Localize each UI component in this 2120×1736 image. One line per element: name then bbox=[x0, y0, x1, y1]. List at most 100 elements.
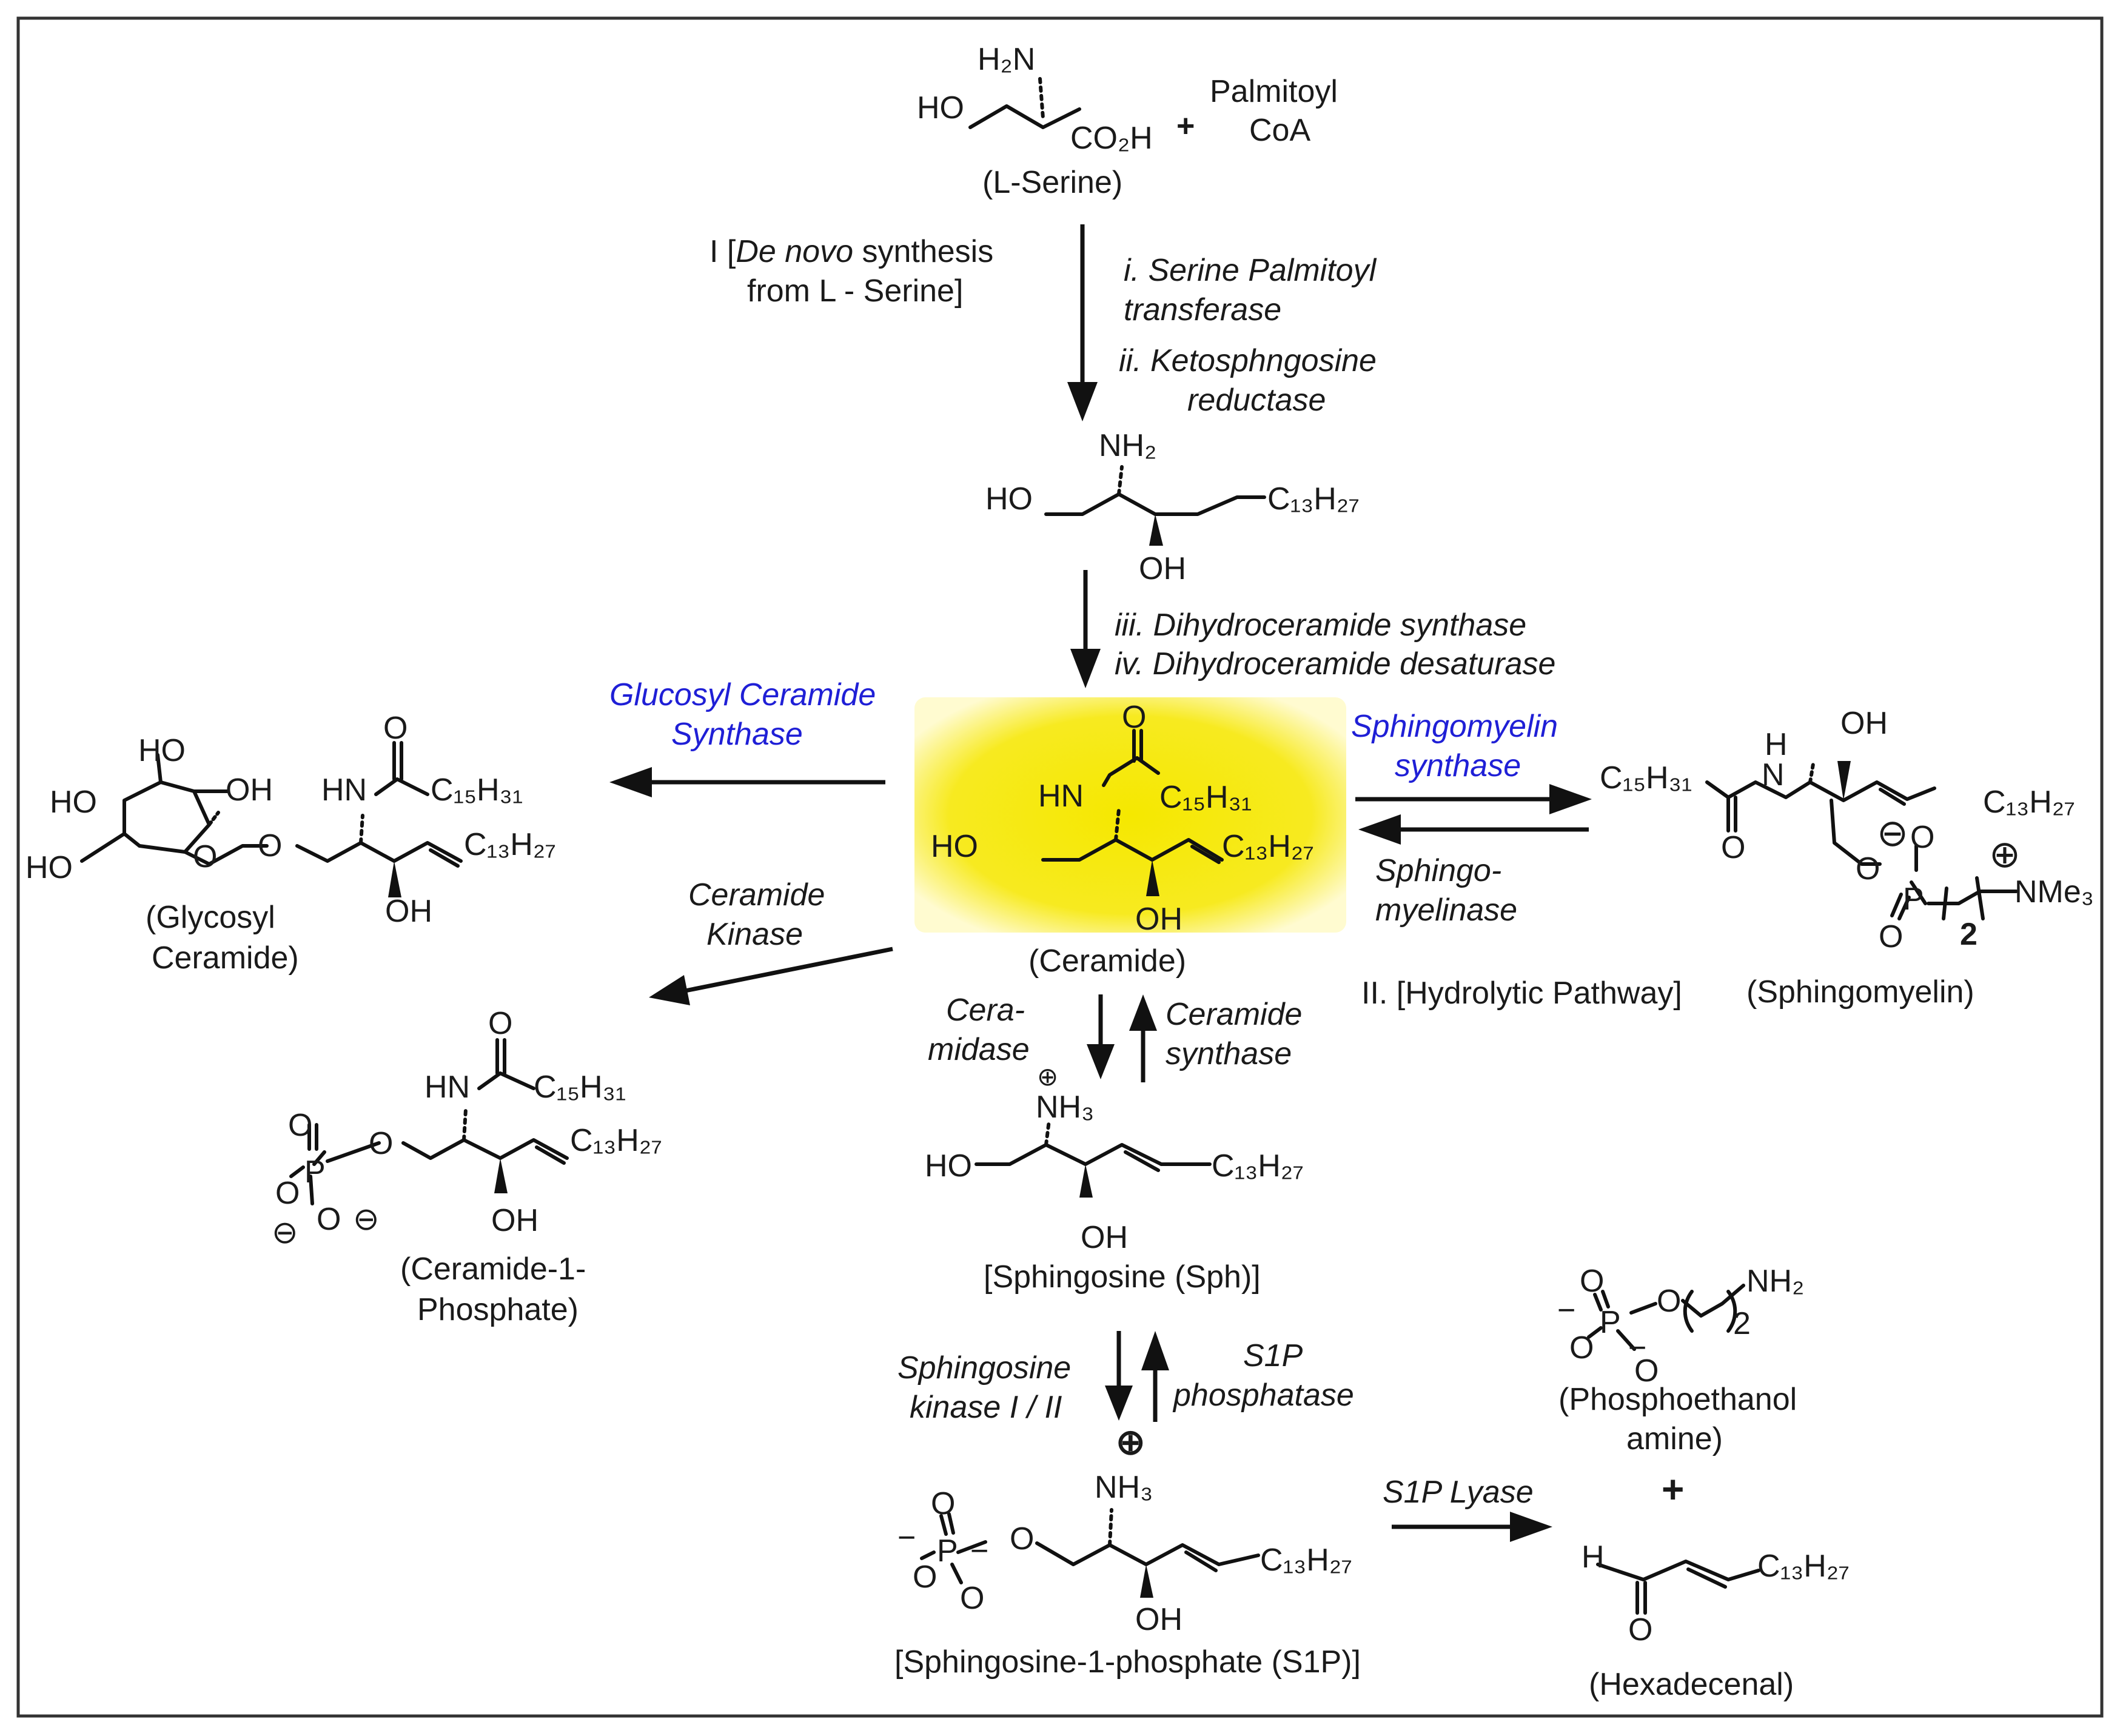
glycosyl-name-line2: Ceramide) bbox=[152, 940, 299, 976]
pea-minus-2: − bbox=[1628, 1330, 1646, 1366]
glycosyl-name-line1: (Glycosyl bbox=[146, 900, 275, 935]
s1p-o-top: O bbox=[931, 1486, 955, 1521]
c1p-oh: OH bbox=[491, 1203, 538, 1238]
sm-n: N bbox=[1762, 757, 1785, 793]
s1p-minus-1: − bbox=[897, 1520, 916, 1555]
sphinganine-nh2: NH₂ bbox=[1099, 428, 1156, 463]
hexadecenal-o: O bbox=[1628, 1612, 1652, 1647]
products-plus: + bbox=[1662, 1467, 1684, 1511]
l-serine-structure: HO H₂N CO₂H bbox=[917, 42, 1153, 156]
sm-carbonyl-o: O bbox=[1721, 830, 1745, 865]
glycosyl-ho-2: HO bbox=[50, 785, 97, 820]
phosphoethanolamine-structure: O − P O − O O 2 NH₂ bbox=[1557, 1264, 1804, 1389]
glycosyl-ho-3: HO bbox=[138, 733, 186, 768]
c1p-name-line1: (Ceramide-1- bbox=[400, 1252, 586, 1287]
c1p-charge-right: ⊖ bbox=[353, 1202, 380, 1237]
c1p-tail: C₁₃H₂₇ bbox=[570, 1123, 662, 1158]
sphinganine-ho: HO bbox=[985, 481, 1033, 517]
enzyme-cdase-line1: Cera- bbox=[946, 993, 1025, 1028]
pea-link-o: O bbox=[1657, 1284, 1681, 1319]
hexadecenal-h: H bbox=[1582, 1540, 1605, 1575]
sphinganine-tail: C₁₃H₂₇ bbox=[1267, 481, 1360, 517]
enzyme-cdase-line2: midase bbox=[928, 1032, 1030, 1067]
sphingosine-oh: OH bbox=[1081, 1220, 1128, 1255]
sm-nme3: NMe₃ bbox=[2014, 874, 2094, 910]
enzyme-dhcd: iv. Dihydroceramide desaturase bbox=[1115, 646, 1555, 682]
palmitoyl-label: Palmitoyl bbox=[1210, 74, 1338, 109]
c1p-carbonyl-o: O bbox=[488, 1006, 512, 1041]
s1p-p: P bbox=[937, 1533, 958, 1569]
ceramide-o: O bbox=[1122, 700, 1146, 735]
enzyme-s1pp-line2: phosphatase bbox=[1172, 1378, 1354, 1413]
sphinganine-structure: HO NH₂ OH C₁₃H₂₇ bbox=[985, 428, 1360, 586]
serine-ho: HO bbox=[917, 90, 964, 126]
c1p-link-o: O bbox=[369, 1126, 393, 1161]
sphingomyelin-structure: C₁₅H₃₁ H N O OH C₁₃H₂₇ O P O ⊖ O 2 ⊕ NMe… bbox=[1600, 706, 2094, 954]
pea-o-top: O bbox=[1580, 1264, 1604, 1299]
s1p-nh3: NH₃ bbox=[1095, 1470, 1153, 1505]
enzyme-cs-line2: synthase bbox=[1166, 1036, 1292, 1071]
pea-p: P bbox=[1600, 1305, 1621, 1340]
sm-h: H bbox=[1765, 727, 1788, 762]
c1p-charge-left: ⊖ bbox=[272, 1215, 298, 1250]
pea-nh2: NH₂ bbox=[1746, 1264, 1804, 1299]
c1p-name-line2: Phosphate) bbox=[417, 1292, 579, 1327]
hexadecenal-name: (Hexadecenal) bbox=[1589, 1667, 1794, 1702]
s1p-o-bottom: O bbox=[960, 1581, 984, 1616]
ceramide-hn: HN bbox=[1038, 779, 1084, 814]
reactant-plus: + bbox=[1176, 109, 1195, 144]
enzyme-gcs-line1: Glucosyl Ceramide bbox=[609, 677, 876, 712]
s1p-name: [Sphingosine-1-phosphate (S1P)] bbox=[894, 1644, 1361, 1680]
pea-o-bottom: O bbox=[1634, 1353, 1659, 1389]
c1p-o-top: O bbox=[288, 1108, 312, 1143]
pea-name-line2: amine) bbox=[1626, 1421, 1723, 1456]
ceramide-name: (Ceramide) bbox=[1028, 943, 1186, 979]
sm-o-bottom: O bbox=[1879, 919, 1903, 954]
sm-charge-plus: ⊕ bbox=[1989, 834, 2021, 876]
sphingosine-ho: HO bbox=[925, 1148, 972, 1184]
pathway-one-line1: I [De novo synthesis bbox=[709, 234, 993, 269]
enzyme-cs-line1: Ceramide bbox=[1166, 997, 1302, 1032]
sphingosine-tail: C₁₃H₂₇ bbox=[1212, 1148, 1304, 1184]
glycosyl-oh-4: OH bbox=[226, 772, 273, 808]
sphingomyelin-name: (Sphingomyelin) bbox=[1746, 974, 1974, 1010]
glycosyl-acyl: C₁₅H₃₁ bbox=[431, 772, 523, 808]
enzyme-s1pp-line1: S1P bbox=[1243, 1338, 1303, 1373]
s1p-oh: OH bbox=[1135, 1602, 1182, 1637]
glycosyl-carbonyl-o: O bbox=[383, 711, 408, 746]
sphinganine-oh: OH bbox=[1139, 551, 1186, 586]
pea-o-left: O bbox=[1569, 1330, 1594, 1366]
enzyme-gcs-line2: Synthase bbox=[671, 717, 803, 752]
ceramide-acyl: C₁₅H₃₁ bbox=[1159, 780, 1252, 815]
glycosyl-ring-o: O bbox=[193, 839, 217, 874]
sphingosine-name: [Sphingosine (Sph)] bbox=[984, 1259, 1261, 1295]
c1p-acyl: C₁₅H₃₁ bbox=[534, 1070, 626, 1105]
sm-p: P bbox=[1903, 882, 1924, 917]
sm-o-top: O bbox=[1910, 820, 1934, 855]
hexadecenal-tail: C₁₃H₂₇ bbox=[1757, 1549, 1850, 1584]
s1p-o-left: O bbox=[913, 1560, 937, 1595]
enzyme-spt-line2: transferase bbox=[1124, 292, 1281, 327]
s1p-charge: ⊕ bbox=[1116, 1423, 1146, 1462]
sphingosine-charge: ⊕ bbox=[1037, 1062, 1058, 1091]
enzyme-ksr-line2: reductase bbox=[1187, 383, 1326, 418]
sphingosine-structure: HO ⊕ NH₃ C₁₃H₂₇ OH bbox=[925, 1062, 1304, 1255]
glycosyl-oh: OH bbox=[385, 894, 432, 929]
glycosyl-link-o: O bbox=[258, 828, 282, 863]
pea-chain-count: 2 bbox=[1733, 1306, 1751, 1341]
ceramide-oh: OH bbox=[1135, 902, 1182, 937]
c1p-structure: O P O O ⊖ ⊖ O O HN C₁₅H₃₁ C₁₃H₂₇ OH bbox=[272, 1006, 662, 1250]
coa-label: CoA bbox=[1249, 113, 1310, 148]
arrow-ceramide-to-c1p bbox=[682, 947, 893, 994]
pea-name-line1: (Phosphoethanol bbox=[1558, 1382, 1797, 1417]
enzyme-smase-line1: Sphingo- bbox=[1375, 853, 1501, 888]
outer-frame bbox=[16, 16, 2104, 1718]
enzyme-ck-line1: Ceramide bbox=[688, 877, 825, 913]
ceramide-highlight bbox=[914, 697, 1346, 933]
ceramide-ho: HO bbox=[931, 829, 978, 864]
c1p-o-left: O bbox=[275, 1176, 300, 1211]
pathway-two-label: II. [Hydrolytic Pathway] bbox=[1361, 976, 1682, 1011]
serine-h2n: H₂N bbox=[978, 42, 1035, 77]
glycosyl-hn: HN bbox=[321, 772, 367, 808]
